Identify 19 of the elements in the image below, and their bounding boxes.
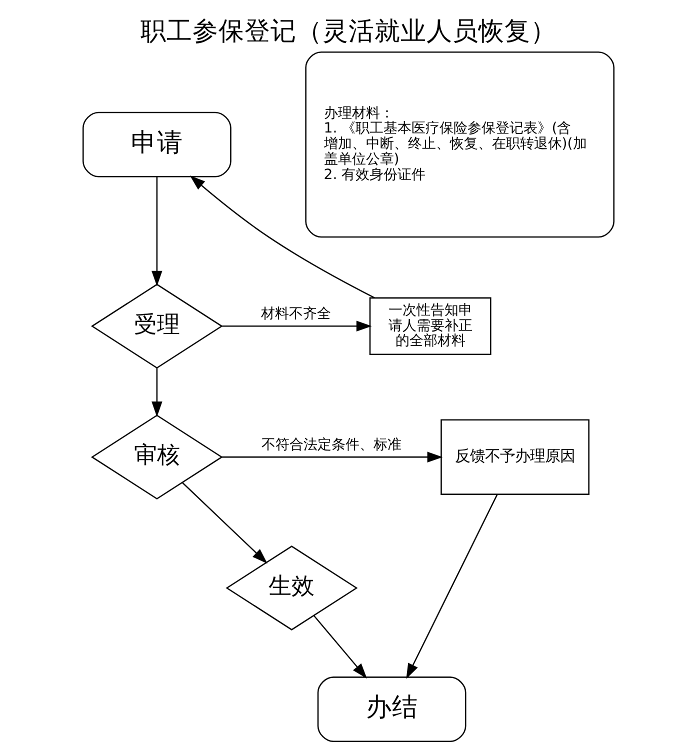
arrow [406,494,498,679]
node-box: 一次性告知申请人需要补正的全部材料 [368,297,491,356]
edge-label: 不符合法定条件、标准 [260,437,401,454]
node-box: 反馈不予办理原因 [440,419,589,495]
node-box: 办理材料： 1. 《职工基本医疗保险参保登记表》(含增加、中断、终止、恢复、在职转退休)(加盖单位公章) 2. 有效身份证件 [304,51,614,238]
diagram-title: 职工参保登记（灵活就业人员恢复） [140,16,556,46]
arrow [222,320,372,332]
arrow [151,177,162,286]
arrow [312,615,367,679]
arrow [151,368,162,417]
node-box: 办结 [316,676,466,742]
node-diamond: 受理 [90,284,222,369]
arrow [181,482,267,564]
node-box: 申请 [82,112,231,178]
arrow [221,452,442,462]
node-diamond: 审核 [90,414,222,500]
arrow [189,175,374,298]
node-diamond: 生效 [225,546,358,630]
edge-label: 材料不齐全 [260,306,330,322]
